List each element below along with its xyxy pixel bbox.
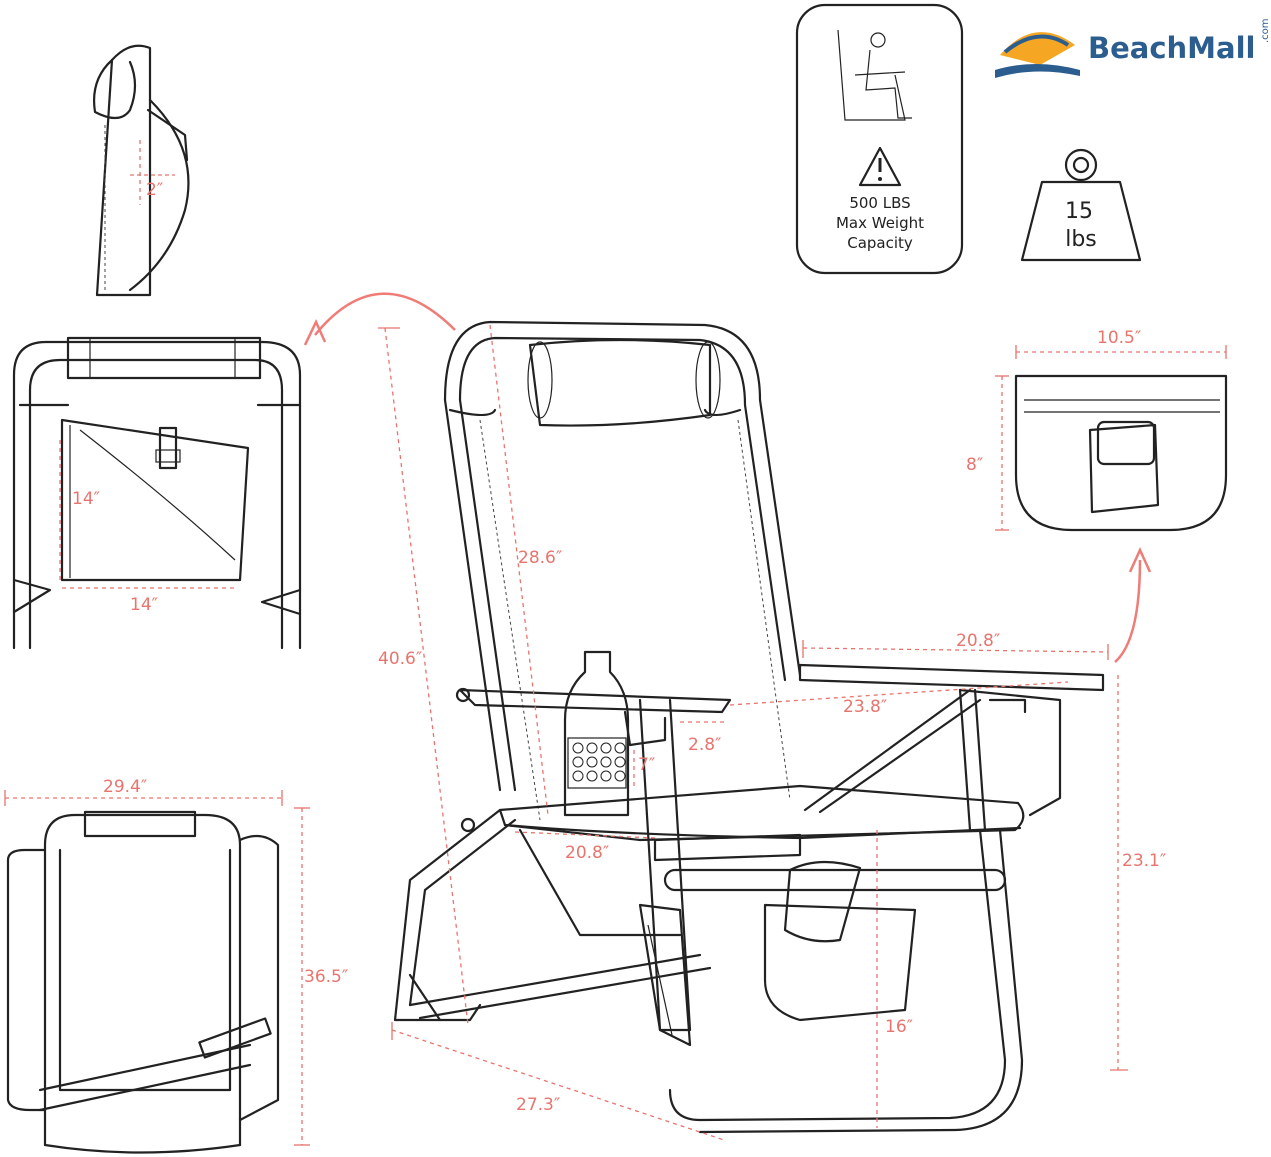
arm-length-label: 20.8″	[956, 631, 1000, 651]
arm-height-label: 23.1″	[1122, 851, 1166, 871]
inner-width-label: 23.8″	[843, 697, 887, 717]
cup-width-label: 2.8″	[688, 735, 721, 755]
bag-height-label: 8″	[966, 455, 983, 475]
pillow-arrow	[314, 292, 456, 336]
seat-height-label: 16″	[885, 1017, 913, 1037]
bag-arrow-head	[1128, 546, 1152, 573]
brand-name: BeachMall	[1088, 31, 1256, 65]
bag-width-label: 10.5″	[1097, 328, 1141, 348]
pouch-height-label: 14″	[72, 489, 100, 509]
capacity-line-3: Capacity	[847, 234, 913, 252]
depth-label: 27.3″	[516, 1095, 560, 1115]
weight-icon: 15 lbs	[1020, 148, 1142, 262]
back-height-label: 28.6″	[518, 548, 562, 568]
capacity-badge: 500 LBS Max Weight Capacity	[795, 3, 964, 275]
folded-height-label: 36.5″	[304, 967, 348, 987]
folded-width-label: 29.4″	[103, 777, 147, 797]
brand-logo: BeachMall .com	[995, 18, 1271, 78]
cup-height-label: 7″	[638, 755, 655, 775]
pillow-thickness-label: 2″	[146, 180, 163, 200]
warning-icon	[858, 146, 902, 187]
bag-arrow	[1114, 559, 1142, 663]
capacity-line-2: Max Weight	[836, 214, 924, 232]
total-height-label: 40.6″	[378, 649, 422, 669]
side-bag-view: 10.5″ 8″	[966, 328, 1228, 532]
seat-width-label: 20.8″	[565, 843, 609, 863]
seated-person-icon	[837, 29, 912, 121]
weight-value: 15	[1065, 199, 1093, 224]
back-pouch-view: 14″ 14″	[12, 336, 302, 650]
weight-unit: lbs	[1065, 227, 1097, 252]
main-chair-view: 40.6″ 28.6″ 20.8″ 23.8″ 2.8″ 7″ 20.8″ 27…	[378, 320, 1166, 1141]
pillow-arrow-head	[303, 319, 327, 346]
pillow-side-view: 2″	[93, 44, 190, 297]
capacity-line-1: 500 LBS	[849, 194, 910, 212]
pouch-width-label: 14″	[130, 595, 158, 615]
folded-chair-view: 29.4″ 36.5″	[4, 777, 348, 1154]
brand-suffix: .com	[1260, 18, 1271, 43]
